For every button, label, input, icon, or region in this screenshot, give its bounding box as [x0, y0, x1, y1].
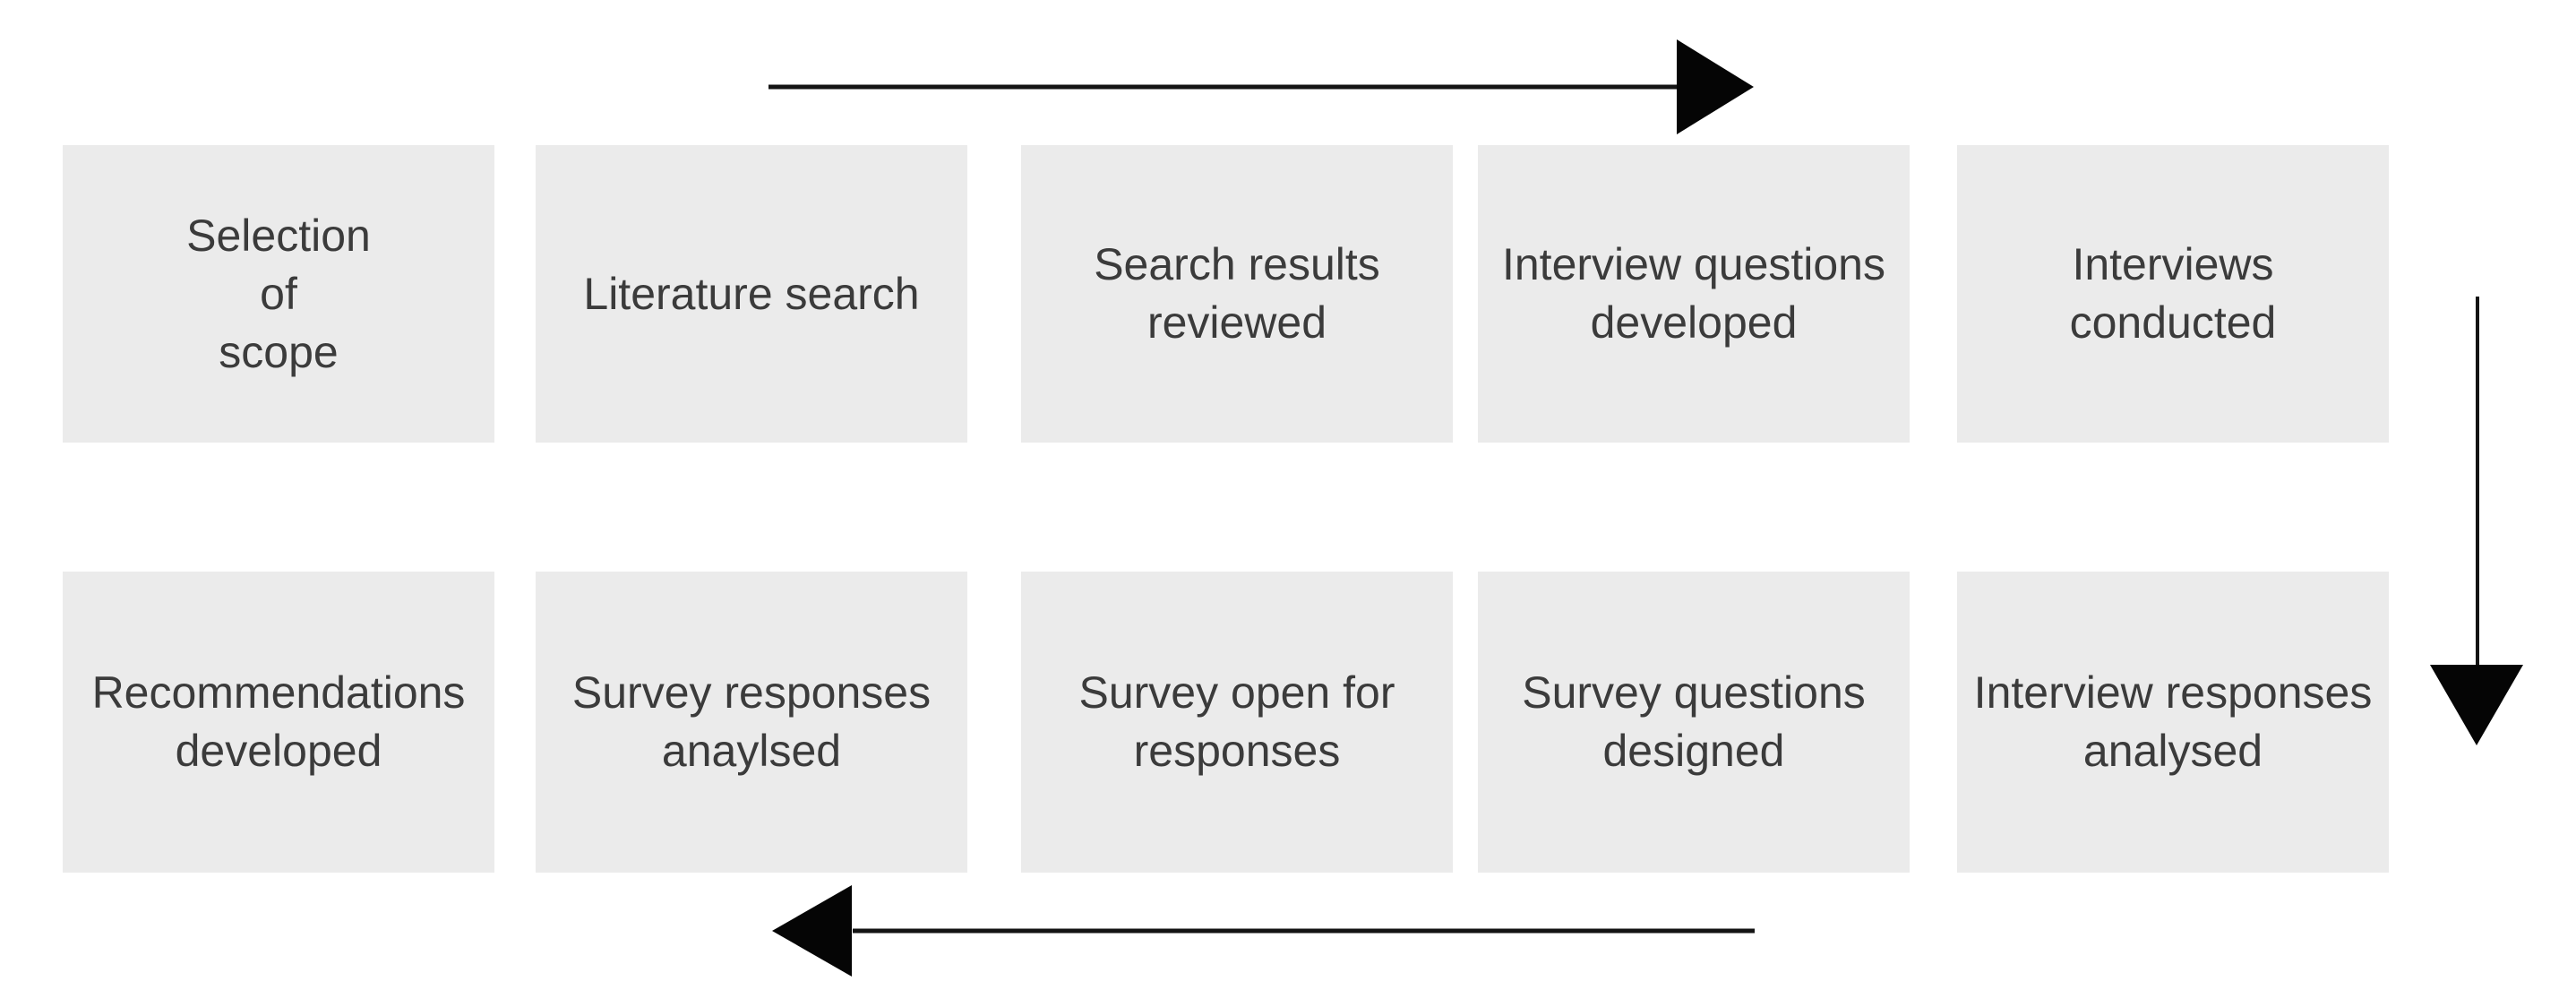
- step-label: Recommendations developed: [91, 667, 466, 776]
- flow-arrow-right-icon: [769, 39, 1754, 134]
- step-label: Interviews conducted: [2069, 239, 2277, 348]
- step-label: Survey questions designed: [1522, 667, 1866, 776]
- step-label: Survey open for responses: [1078, 667, 1395, 776]
- step-box-interview-questions-developed: Interview questions developed: [1478, 145, 1910, 443]
- flow-arrow-left-icon: [772, 885, 1755, 977]
- step-label: Search results reviewed: [1094, 239, 1380, 348]
- step-box-survey-responses-analysed: Survey responses anaylsed: [536, 572, 967, 873]
- step-label: Survey responses anaylsed: [571, 667, 932, 776]
- step-box-interview-responses-analysed: Interview responses analysed: [1957, 572, 2389, 873]
- step-label: Interview questions developed: [1501, 239, 1885, 348]
- step-box-interviews-conducted: Interviews conducted: [1957, 145, 2389, 443]
- step-label: Literature search: [583, 268, 920, 319]
- step-label: Interview responses analysed: [1973, 667, 2373, 776]
- step-box-literature-search: Literature search: [536, 145, 967, 443]
- step-box-survey-open-for-responses: Survey open for responses: [1021, 572, 1453, 873]
- step-box-recommendations-developed: Recommendations developed: [63, 572, 494, 873]
- flow-arrow-down-icon: [2430, 297, 2523, 745]
- step-box-selection-of-scope: Selection of scope: [63, 145, 494, 443]
- step-box-search-results-reviewed: Search results reviewed: [1021, 145, 1453, 443]
- step-box-survey-questions-designed: Survey questions designed: [1478, 572, 1910, 873]
- step-label: Selection of scope: [186, 210, 371, 377]
